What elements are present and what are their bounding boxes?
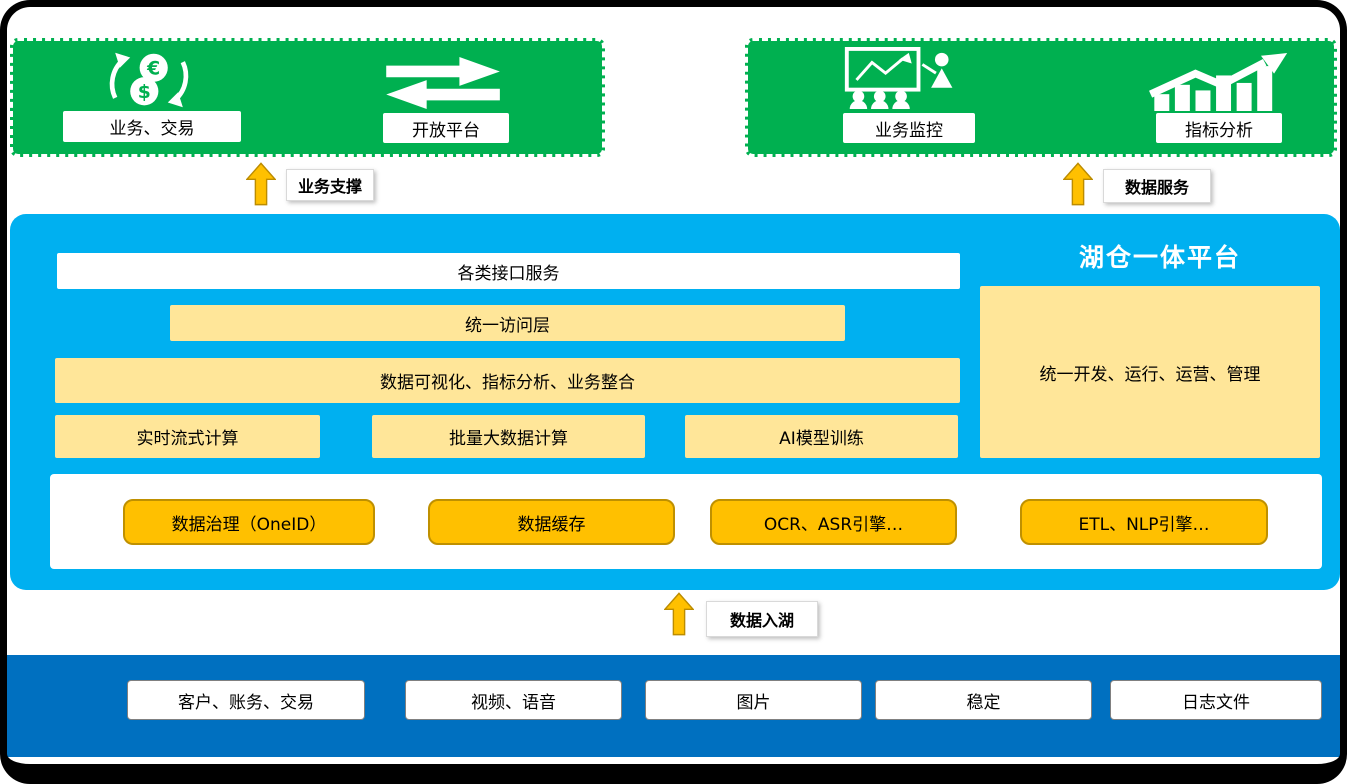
- source-video-audio-box: 视频、语音: [405, 680, 622, 720]
- currency-exchange-icon: € $: [109, 52, 189, 108]
- source-log-files-box: 日志文件: [1110, 680, 1322, 720]
- ocr-asr-engine-chip: OCR、ASR引擎…: [710, 499, 957, 545]
- business-monitoring-label: 业务监控: [843, 113, 975, 143]
- data-cache-chip: 数据缓存: [428, 499, 675, 545]
- data-ingest-label: 数据入湖: [706, 601, 818, 637]
- svg-text:$: $: [138, 82, 151, 103]
- business-monitoring-icon: [844, 47, 953, 109]
- business-support-label: 业务支撑: [286, 169, 374, 201]
- data-sources-band: 客户、账务、交易 视频、语音 图片 稳定 日志文件: [7, 655, 1340, 757]
- business-support-arrow-icon: [246, 162, 276, 206]
- interface-services-bar: 各类接口服务: [57, 253, 960, 289]
- lakehouse-platform-panel: 湖仓一体平台 各类接口服务 统一访问层 数据可视化、指标分析、业务整合 实时流式…: [10, 214, 1340, 590]
- platform-title: 湖仓一体平台: [1078, 243, 1241, 272]
- indicator-analysis-label: 指标分析: [1156, 113, 1282, 143]
- realtime-stream-compute-box: 实时流式计算: [55, 415, 320, 458]
- data-service-label: 数据服务: [1103, 169, 1211, 203]
- source-stable-box: 稳定: [875, 680, 1092, 720]
- data-service-arrow-icon: [1063, 162, 1093, 206]
- transfer-arrows-icon: [386, 57, 500, 109]
- unified-access-bar: 统一访问层: [170, 305, 845, 341]
- data-services-group: 业务监控 指标分析: [745, 38, 1337, 157]
- data-ingest-arrow-icon: [664, 592, 694, 636]
- data-visualization-bar: 数据可视化、指标分析、业务整合: [55, 358, 960, 403]
- data-governance-chip: 数据治理（OneID）: [123, 499, 375, 545]
- open-platform-label: 开放平台: [383, 113, 509, 143]
- etl-nlp-engine-chip: ETL、NLP引擎…: [1020, 499, 1268, 545]
- business-apps-group: € $ 业务、交易 开放平台: [10, 38, 605, 157]
- growth-chart-icon: [1149, 53, 1288, 111]
- svg-text:€: €: [146, 58, 160, 79]
- engines-container: 数据治理（OneID） 数据缓存 OCR、ASR引擎… ETL、NLP引擎…: [50, 474, 1322, 569]
- source-customer-accounts-box: 客户、账务、交易: [127, 680, 365, 720]
- source-images-box: 图片: [645, 680, 862, 720]
- ai-model-training-box: AI模型训练: [685, 415, 958, 458]
- batch-bigdata-compute-box: 批量大数据计算: [372, 415, 645, 458]
- business-transaction-label: 业务、交易: [63, 111, 241, 142]
- unified-management-panel: 统一开发、运行、运营、管理: [980, 286, 1320, 458]
